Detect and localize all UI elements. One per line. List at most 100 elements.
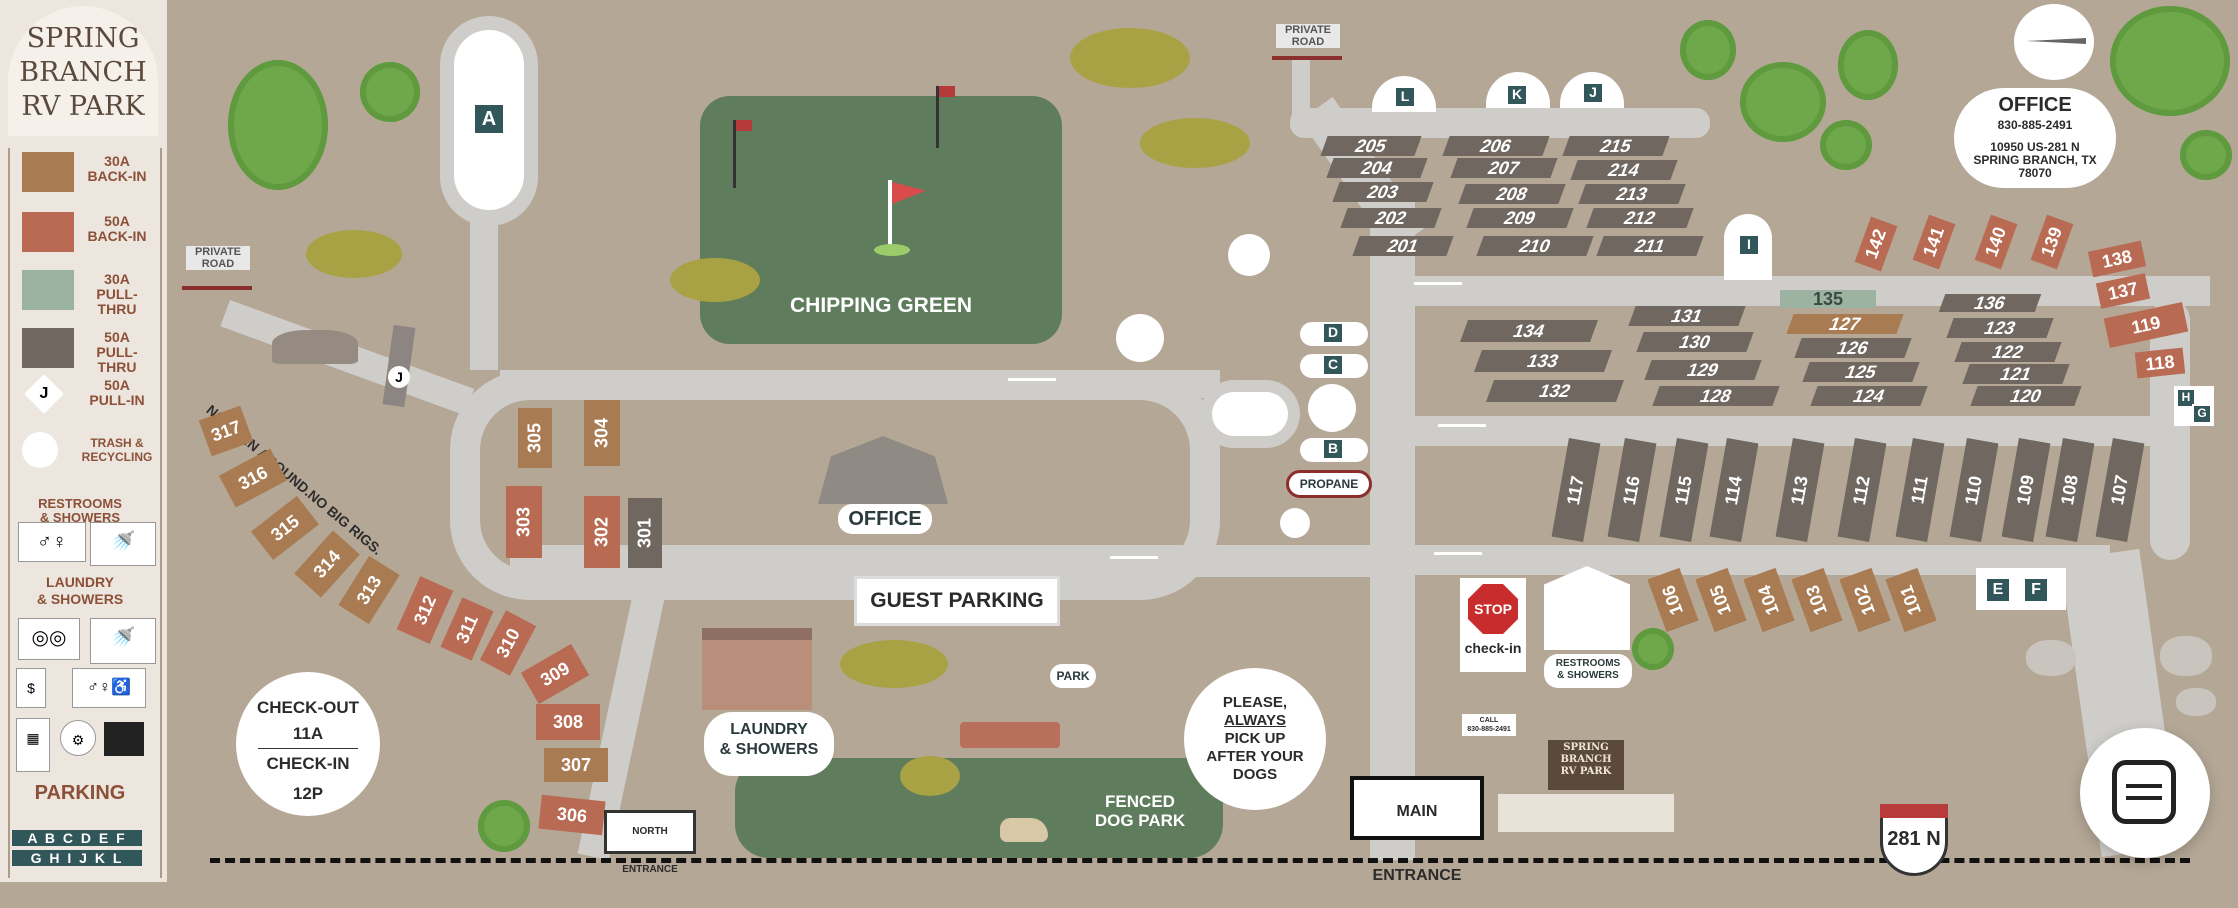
- puzzle-icon: [104, 722, 144, 756]
- site-132[interactable]: 132: [1485, 380, 1625, 402]
- site-201[interactable]: 201: [1352, 236, 1454, 256]
- site-121[interactable]: 121: [1962, 364, 2070, 384]
- scan-text-button[interactable]: [2080, 728, 2210, 858]
- washer-dryer-icon: ◎◎: [18, 618, 80, 660]
- site-312[interactable]: 312: [396, 576, 454, 644]
- site-307[interactable]: 307: [544, 748, 608, 782]
- site-205[interactable]: 205: [1320, 136, 1422, 156]
- private-road-top-line: [1272, 56, 1342, 60]
- site-108[interactable]: 108: [2045, 437, 2095, 543]
- park-title-line1: SPRING: [26, 23, 140, 54]
- site-202[interactable]: 202: [1340, 208, 1442, 228]
- legend-parking-letters-row1: A B C D E F: [12, 830, 142, 846]
- site-308[interactable]: 308: [536, 704, 600, 740]
- site-105[interactable]: 105: [1695, 567, 1747, 633]
- restroom-family-icon: ♂♀: [18, 522, 86, 562]
- site-303[interactable]: 303: [506, 486, 542, 558]
- checkout-divider: [258, 748, 358, 749]
- site-206[interactable]: 206: [1442, 136, 1550, 156]
- golf-hole-icon: [874, 244, 910, 256]
- site-104[interactable]: 104: [1743, 567, 1795, 633]
- site-109[interactable]: 109: [2001, 437, 2051, 543]
- site-207[interactable]: 207: [1450, 158, 1558, 178]
- tree-icon: [478, 800, 530, 852]
- legend-box: [8, 148, 162, 878]
- site-133[interactable]: 133: [1473, 350, 1613, 372]
- tree-icon: [1632, 628, 1674, 670]
- legend-pull-in-j: J: [39, 385, 49, 402]
- checkin-sign-label: check-in: [1464, 640, 1522, 656]
- site-118[interactable]: 118: [2134, 347, 2186, 379]
- site-103[interactable]: 103: [1791, 567, 1843, 633]
- legend-50a-pull-thru-line2: PULL-THRU: [96, 344, 138, 375]
- site-134[interactable]: 134: [1459, 320, 1599, 342]
- site-315[interactable]: 315: [251, 495, 319, 561]
- site-113[interactable]: 113: [1775, 437, 1825, 543]
- site-127[interactable]: 127: [1786, 314, 1904, 334]
- site-128[interactable]: 128: [1652, 386, 1780, 406]
- site-140[interactable]: 140: [1974, 214, 2018, 270]
- compass-arrow-icon: [2026, 38, 2086, 44]
- site-106[interactable]: 106: [1647, 567, 1699, 633]
- legend-parking-letters-row2: G H I J K L: [12, 850, 142, 866]
- site-209[interactable]: 209: [1466, 208, 1574, 228]
- site-215[interactable]: 215: [1562, 136, 1670, 156]
- site-102[interactable]: 102: [1839, 567, 1891, 633]
- site-111[interactable]: 111: [1895, 437, 1945, 543]
- dog-note-line1: PLEASE,: [1222, 694, 1288, 711]
- site-213[interactable]: 213: [1578, 184, 1686, 204]
- site-142[interactable]: 142: [1854, 216, 1898, 272]
- legend-50a-back-in-line1: 50A: [104, 213, 130, 229]
- site-117[interactable]: 117: [1551, 437, 1601, 543]
- entry-sign-wall: [1498, 794, 1674, 832]
- tree-icon: [2110, 6, 2230, 116]
- site-136[interactable]: 136: [1938, 293, 2042, 313]
- legend-30a-pull-thru-line1: 30A: [104, 271, 130, 287]
- site-139[interactable]: 139: [2030, 214, 2074, 270]
- site-306[interactable]: 306: [538, 794, 606, 836]
- site-116[interactable]: 116: [1607, 437, 1657, 543]
- site-124[interactable]: 124: [1810, 386, 1928, 406]
- two-way-arrow-icon: [1434, 552, 1482, 555]
- site-107[interactable]: 107: [2095, 437, 2145, 543]
- train-icon: [960, 722, 1060, 748]
- shower-icon: 🚿: [90, 618, 156, 664]
- site-129[interactable]: 129: [1644, 360, 1762, 380]
- site-304[interactable]: 304: [584, 400, 620, 466]
- site-126[interactable]: 126: [1794, 338, 1912, 358]
- site-101[interactable]: 101: [1885, 567, 1937, 633]
- site-138[interactable]: 138: [2087, 240, 2147, 278]
- site-305[interactable]: 305: [518, 408, 552, 468]
- site-141[interactable]: 141: [1912, 214, 1956, 270]
- site-125[interactable]: 125: [1802, 362, 1920, 382]
- site-131[interactable]: 131: [1628, 306, 1746, 326]
- site-203[interactable]: 203: [1332, 182, 1434, 202]
- site-302[interactable]: 302: [584, 496, 620, 568]
- parking-marker-f: F: [2022, 576, 2050, 604]
- tree-icon: [306, 230, 402, 278]
- site-301[interactable]: 301: [628, 498, 662, 568]
- site-114[interactable]: 114: [1709, 437, 1759, 543]
- site-110[interactable]: 110: [1949, 437, 1999, 543]
- site-212[interactable]: 212: [1586, 208, 1694, 228]
- legend-swatch-50a-back-in: [22, 212, 74, 252]
- highway-label: 281 N: [1887, 828, 1941, 850]
- site-309[interactable]: 309: [520, 643, 590, 705]
- site-130[interactable]: 130: [1636, 332, 1754, 352]
- tree-icon: [840, 640, 948, 688]
- rock-icon: [2026, 640, 2076, 676]
- tree-icon: [1820, 120, 1872, 170]
- site-122[interactable]: 122: [1954, 342, 2062, 362]
- site-214[interactable]: 214: [1570, 160, 1678, 180]
- north-entrance-label: NORTH ENTRANCE: [604, 810, 696, 875]
- site-208[interactable]: 208: [1458, 184, 1566, 204]
- site-211[interactable]: 211: [1596, 236, 1704, 256]
- site-115[interactable]: 115: [1659, 437, 1709, 543]
- site-210[interactable]: 210: [1476, 236, 1594, 256]
- site-112[interactable]: 112: [1837, 437, 1887, 543]
- site-120[interactable]: 120: [1970, 386, 2082, 406]
- site-123[interactable]: 123: [1946, 318, 2054, 338]
- two-way-arrow-icon: [1414, 282, 1462, 285]
- site-135[interactable]: 135: [1780, 289, 1876, 309]
- site-204[interactable]: 204: [1326, 158, 1428, 178]
